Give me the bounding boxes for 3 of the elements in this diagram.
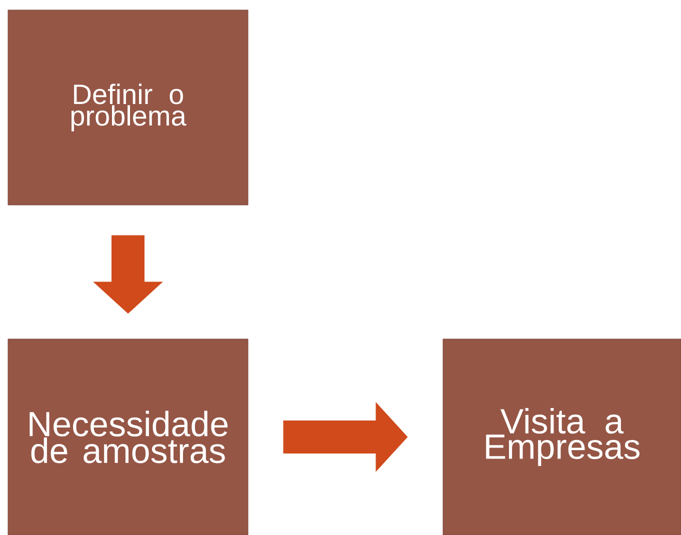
process-box: Visita a Empresas — [442, 338, 681, 535]
process-box: Definir o problema — [8, 10, 248, 206]
process-box: Necessidade de amostras — [8, 338, 248, 535]
